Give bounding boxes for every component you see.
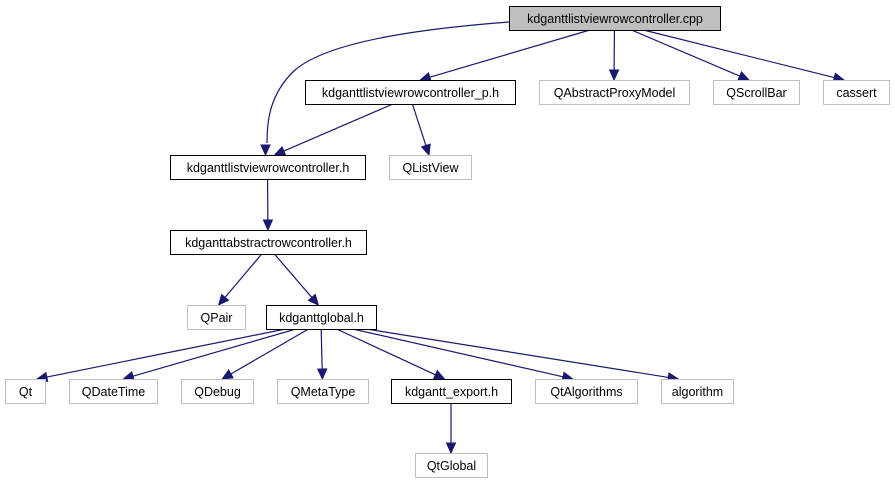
node-global_h[interactable]: kdganttglobal.h	[266, 305, 377, 330]
node-box	[713, 80, 800, 105]
node-qpair: QPair	[187, 305, 246, 330]
node-box	[391, 379, 512, 404]
node-qapm: QAbstractProxyModel	[539, 80, 690, 105]
node-box	[187, 305, 246, 330]
edge-global_h-to-qtalg	[352, 328, 564, 378]
arrowhead-icon	[307, 293, 320, 306]
edge-root-to-lvrc_h	[266, 21, 510, 144]
arrowhead-icon	[420, 143, 431, 157]
node-lvrc_p[interactable]: kdganttlistviewrowcontroller_p.h	[305, 80, 516, 105]
node-box	[823, 80, 890, 105]
node-label: QDebug	[194, 385, 241, 399]
edge-arc_h-to-global_h	[273, 253, 313, 298]
edge-lvrc_p-to-qlv	[411, 103, 427, 146]
arrowhead-icon	[432, 369, 446, 380]
node-box	[170, 230, 367, 255]
node-box	[277, 379, 369, 404]
node-box	[539, 80, 690, 105]
node-label: QtGlobal	[427, 459, 476, 473]
node-box	[170, 155, 366, 180]
arrowhead-icon	[260, 144, 271, 157]
node-root[interactable]: kdganttlistviewrowcontroller.cpp	[509, 6, 721, 31]
edge-root-to-qsb	[631, 29, 740, 77]
node-qtglobal: QtGlobal	[415, 453, 488, 478]
node-box	[69, 379, 158, 404]
arrowhead-icon	[221, 369, 234, 380]
node-qt: Qt	[5, 379, 46, 404]
node-qdebug: QDebug	[181, 379, 254, 404]
node-qsb: QScrollBar	[713, 80, 800, 105]
node-label: cassert	[836, 86, 877, 100]
node-label: kdganttlistviewrowcontroller.cpp	[527, 12, 703, 26]
node-label: kdganttglobal.h	[279, 311, 364, 325]
edge-global_h-to-algorithm	[366, 328, 669, 379]
edge-root-to-cassert	[643, 29, 835, 79]
node-box	[5, 379, 46, 404]
node-label: kdganttabstractrowcontroller.h	[185, 236, 352, 250]
node-label: kdgantt_export.h	[405, 385, 498, 399]
node-export_h[interactable]: kdgantt_export.h	[391, 379, 512, 404]
node-box	[389, 155, 472, 180]
edge-global_h-to-export_h	[336, 328, 436, 376]
node-label: QListView	[402, 161, 459, 175]
arrowhead-icon	[316, 368, 328, 381]
arrowhead-icon	[737, 71, 751, 81]
node-label: Qt	[19, 385, 33, 399]
node-lvrc_h[interactable]: kdganttlistviewrowcontroller.h	[170, 155, 366, 180]
node-label: kdganttlistviewrowcontroller.h	[187, 161, 350, 175]
node-label: QtAlgorithms	[550, 385, 622, 399]
edge-global_h-to-qt	[46, 328, 286, 378]
node-cassert: cassert	[823, 80, 890, 105]
nodes-layer: kdganttlistviewrowcontroller.cpp kdganttl…	[5, 6, 890, 478]
node-box	[181, 379, 254, 404]
node-algorithm: algorithm	[661, 379, 734, 404]
node-label: QMetaType	[291, 385, 356, 399]
node-label: kdganttlistviewrowcontroller_p.h	[322, 86, 499, 100]
edges-layer	[35, 21, 846, 455]
node-qdt: QDateTime	[69, 379, 158, 404]
edge-arc_h-to-qpair	[224, 253, 263, 298]
node-label: QAbstractProxyModel	[554, 86, 676, 100]
node-box	[509, 6, 721, 31]
edge-global_h-to-qdebug	[230, 328, 309, 375]
edge-root-to-lvrc_p	[429, 29, 591, 78]
arrowhead-icon	[262, 219, 274, 232]
edge-global_h-to-qdt	[132, 328, 297, 377]
node-qmt: QMetaType	[277, 379, 369, 404]
node-box	[535, 379, 638, 404]
node-label: QPair	[201, 311, 233, 325]
arrowhead-icon	[217, 293, 230, 306]
node-box	[305, 80, 516, 105]
edge-global_h-to-qmt	[320, 328, 323, 370]
edge-lvrc_p-to-lvrc_h	[283, 103, 394, 152]
node-qlv: QListView	[389, 155, 472, 180]
node-arc_h[interactable]: kdganttabstractrowcontroller.h	[170, 230, 367, 255]
node-label: QScrollBar	[726, 86, 786, 100]
node-box	[266, 305, 377, 330]
arrowhead-icon	[608, 69, 620, 82]
node-label: QDateTime	[82, 385, 145, 399]
node-box	[415, 453, 488, 478]
arrowhead-icon	[445, 442, 457, 455]
node-box	[661, 379, 734, 404]
arrowhead-icon	[273, 146, 287, 156]
node-qtalg: QtAlgorithms	[535, 379, 638, 404]
node-label: algorithm	[672, 385, 723, 399]
